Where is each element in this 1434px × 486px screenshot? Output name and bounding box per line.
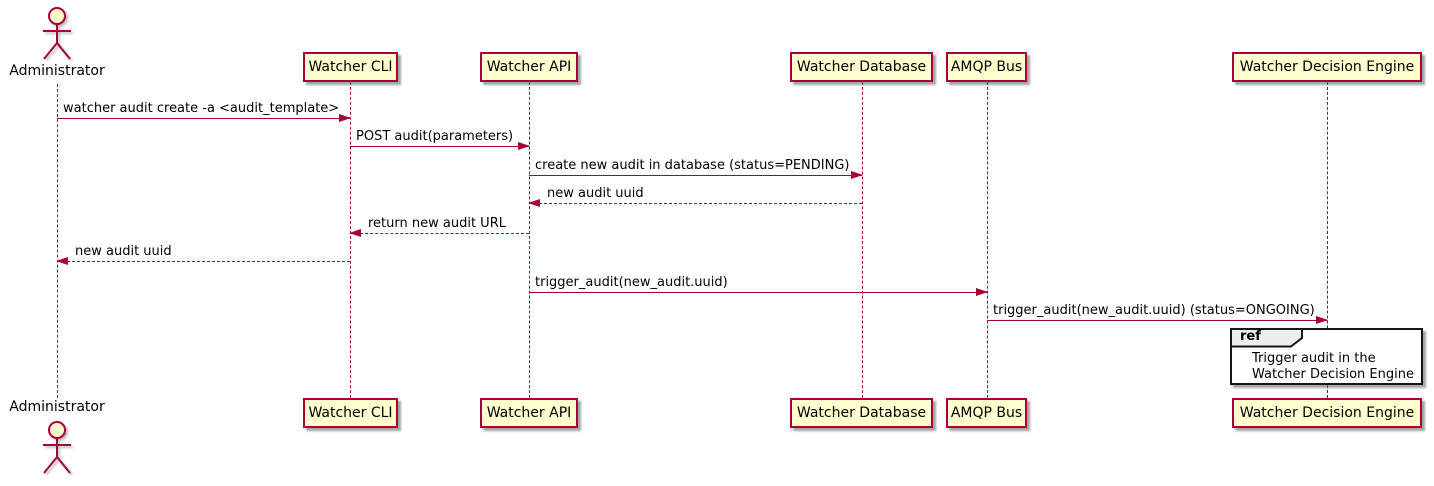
participant-amqp-bus-top: AMQP Bus [946,52,1027,82]
message-7-trigger-audit: trigger_audit(new_audit.uuid) [529,275,988,296]
participant-watcher-cli-top: Watcher CLI [303,52,398,82]
message-3-label: create new audit in database (status=PEN… [535,158,850,173]
participant-watcher-cli-bottom: Watcher CLI [303,398,398,428]
message-7-label: trigger_audit(new_audit.uuid) [535,275,728,290]
actor-administrator-top [39,6,75,66]
actor-label-administrator-bottom: Administrator [9,399,105,415]
message-8-arrow [987,316,1328,324]
actor-icon [43,7,71,60]
participant-watcher-decision-engine-top: Watcher Decision Engine [1232,52,1422,82]
message-2-post-audit: POST audit(parameters) [350,129,530,150]
message-3-create-audit-db: create new audit in database (status=PEN… [529,158,863,179]
ref-body: Trigger audit in the Watcher Decision En… [1232,330,1421,383]
arrowhead-right-icon [518,142,530,150]
message-4-arrow [528,199,862,207]
participant-amqp-bus-bottom: AMQP Bus [946,398,1027,428]
message-4-new-audit-uuid: new audit uuid [528,186,862,207]
message-6-label: new audit uuid [75,244,172,259]
ref-line-2: Watcher Decision Engine [1252,367,1414,382]
arrowhead-right-icon [851,171,863,179]
message-8-label: trigger_audit(new_audit.uuid) (status=ON… [993,303,1315,318]
ref-line-1: Trigger audit in the [1252,351,1376,366]
arrowhead-right-icon [976,288,988,296]
arrowhead-left-icon [349,229,361,237]
ref-fragment: ref Trigger audit in the Watcher Decisio… [1230,328,1423,385]
participant-watcher-api-top: Watcher API [480,52,578,82]
ref-header: ref [1230,328,1304,348]
message-2-arrow [350,142,530,150]
message-4-label: new audit uuid [547,186,644,201]
participant-watcher-api-bottom: Watcher API [480,398,578,428]
message-2-label: POST audit(parameters) [356,129,514,144]
message-5-arrow [349,229,529,237]
message-5-label: return new audit URL [368,216,506,231]
lifeline-watcher-database [862,82,863,398]
message-1-audit-create: watcher audit create -a <audit_template> [57,101,351,122]
message-1-arrow [57,114,351,122]
ref-pentagon-icon [1230,328,1303,348]
arrowhead-left-icon [56,257,68,265]
arrowhead-right-icon [1316,316,1328,324]
participant-watcher-database-bottom: Watcher Database [790,398,933,428]
participant-watcher-decision-engine-bottom: Watcher Decision Engine [1232,398,1422,428]
actor-label-administrator-top: Administrator [9,63,105,79]
lifeline-watcher-decision-engine [1327,82,1328,398]
ref-keyword: ref [1240,329,1261,344]
lifeline-amqp-bus [987,82,988,398]
lifeline-watcher-cli [350,82,351,398]
participant-watcher-database-top: Watcher Database [790,52,933,82]
arrowhead-right-icon [339,114,351,122]
message-6-arrow [56,257,350,265]
message-1-label: watcher audit create -a <audit_template> [63,101,340,116]
lifeline-watcher-api [529,82,530,398]
message-3-arrow [529,171,863,179]
message-7-arrow [529,288,988,296]
lifeline-administrator [57,84,58,398]
actor-administrator-bottom [39,416,75,482]
message-5-return-audit-url: return new audit URL [349,216,529,237]
message-6-new-audit-uuid-admin: new audit uuid [56,244,350,265]
message-8-trigger-audit-ongoing: trigger_audit(new_audit.uuid) (status=ON… [987,303,1328,324]
actor-icon [43,421,71,474]
arrowhead-left-icon [528,199,540,207]
